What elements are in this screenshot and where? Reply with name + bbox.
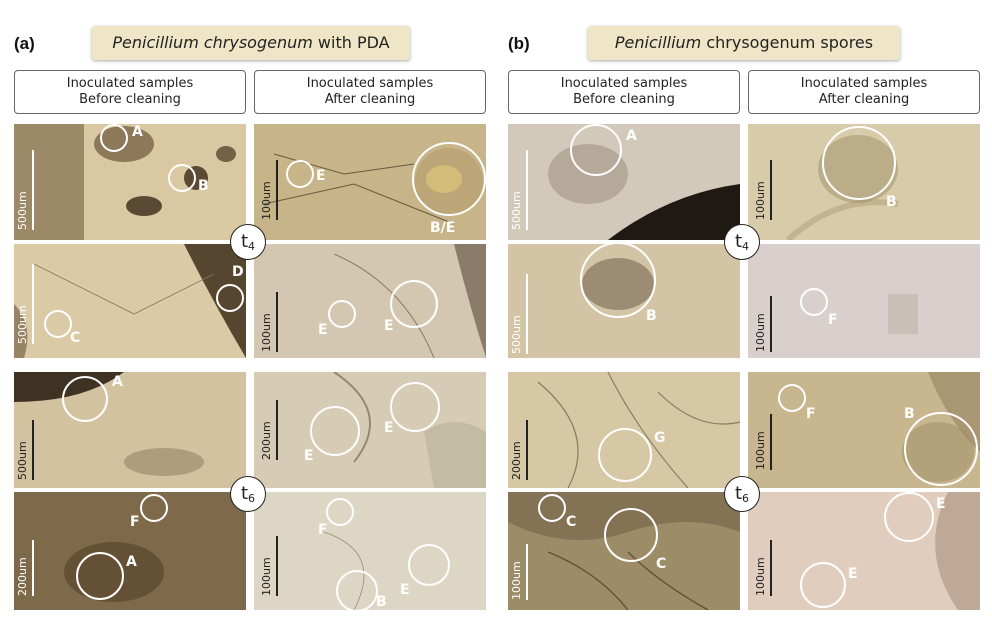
header-b-before: Inoculated samples Before cleaning: [508, 70, 740, 114]
marker-circle: [100, 124, 128, 152]
header-line: Inoculated samples: [800, 76, 928, 91]
marker-circle: [62, 376, 108, 422]
marker-label: E: [384, 420, 394, 436]
marker-label: B: [646, 308, 657, 324]
header-line: Inoculated samples: [560, 76, 688, 91]
marker-label: A: [626, 128, 637, 144]
marker-label: E: [384, 318, 394, 334]
marker-circle: [140, 494, 168, 522]
marker-circle: [904, 412, 978, 486]
marker-circle: [328, 300, 356, 328]
marker-circle: [286, 160, 314, 188]
marker-circle: [538, 494, 566, 522]
marker-circle: [884, 492, 934, 542]
panel-b-title: Penicillium chrysogenum spores: [588, 26, 900, 60]
marker-circle: [336, 570, 378, 612]
marker-label: B: [198, 178, 209, 194]
marker-circle: [44, 310, 72, 338]
time-badge-t4: t4: [724, 224, 760, 260]
micrograph-b-before-t4-1: [508, 124, 740, 240]
marker-circle: [310, 406, 360, 456]
marker-circle: [570, 124, 622, 176]
panel-b-title-italic: Penicillium: [614, 33, 702, 52]
marker-label: D: [232, 264, 244, 280]
time-badge-t6: t6: [230, 476, 266, 512]
micrograph-b-after-t4-2: [748, 244, 980, 358]
header-a-after: Inoculated samples After cleaning: [254, 70, 486, 114]
marker-label: C: [566, 514, 577, 530]
micrograph-a-after-t4-2: [254, 244, 486, 358]
marker-label: E: [936, 496, 946, 512]
panel-label-a: (a): [14, 34, 35, 53]
marker-circle: [168, 164, 196, 192]
header-a-before: Inoculated samples Before cleaning: [14, 70, 246, 114]
marker-label: B: [904, 406, 915, 422]
micrograph-a-before-t6-1: [14, 372, 246, 488]
marker-label: E: [304, 448, 314, 464]
micrograph-a-after-t6-1: [254, 372, 486, 488]
marker-label: E: [400, 582, 410, 598]
time-badge-t6: t6: [724, 476, 760, 512]
panel-label-b: (b): [508, 34, 530, 53]
marker-circle: [408, 544, 450, 586]
marker-label: E: [318, 322, 328, 338]
marker-label: B/E: [430, 220, 456, 236]
marker-circle: [76, 552, 124, 600]
marker-label: B: [376, 594, 387, 610]
header-line: Inoculated samples: [306, 76, 434, 91]
micrograph-a-before-t6-2: [14, 492, 246, 610]
marker-label: A: [112, 374, 123, 390]
marker-label: E: [316, 168, 326, 184]
marker-circle: [604, 508, 658, 562]
marker-label: G: [654, 430, 666, 446]
marker-circle: [778, 384, 806, 412]
marker-label: F: [318, 522, 328, 538]
panel-b-title-rest: chrysogenum spores: [701, 33, 874, 52]
time-badge-t4: t4: [230, 224, 266, 260]
micrograph-a-before-t4-1: [14, 124, 246, 240]
header-b-after: Inoculated samples After cleaning: [748, 70, 980, 114]
marker-circle: [822, 126, 896, 200]
header-line: Before cleaning: [79, 92, 181, 107]
header-line: After cleaning: [818, 92, 910, 107]
marker-circle: [216, 284, 244, 312]
panel-a-title: Penicillium chrysogenum with PDA: [92, 26, 410, 60]
marker-label: A: [132, 124, 143, 140]
panel-a-title-rest: with PDA: [312, 33, 390, 52]
panel-a-title-italic: Penicillium chrysogenum: [112, 33, 313, 52]
header-line: Before cleaning: [573, 92, 675, 107]
micrograph-a-before-t4-2: [14, 244, 246, 358]
marker-circle: [580, 242, 656, 318]
header-line: Inoculated samples: [66, 76, 194, 91]
marker-label: E: [848, 566, 858, 582]
marker-label: B: [886, 194, 897, 210]
marker-circle: [390, 382, 440, 432]
marker-label: F: [828, 312, 838, 328]
marker-circle: [800, 288, 828, 316]
marker-circle: [326, 498, 354, 526]
marker-circle: [800, 562, 846, 608]
marker-circle: [390, 280, 438, 328]
marker-label: A: [126, 554, 137, 570]
marker-circle: [598, 428, 652, 482]
header-line: After cleaning: [324, 92, 416, 107]
marker-label: F: [130, 514, 140, 530]
marker-circle: [412, 142, 486, 216]
marker-label: F: [806, 406, 816, 422]
marker-label: C: [656, 556, 667, 572]
marker-label: C: [70, 330, 81, 346]
micrograph-b-after-t6-2: [748, 492, 980, 610]
